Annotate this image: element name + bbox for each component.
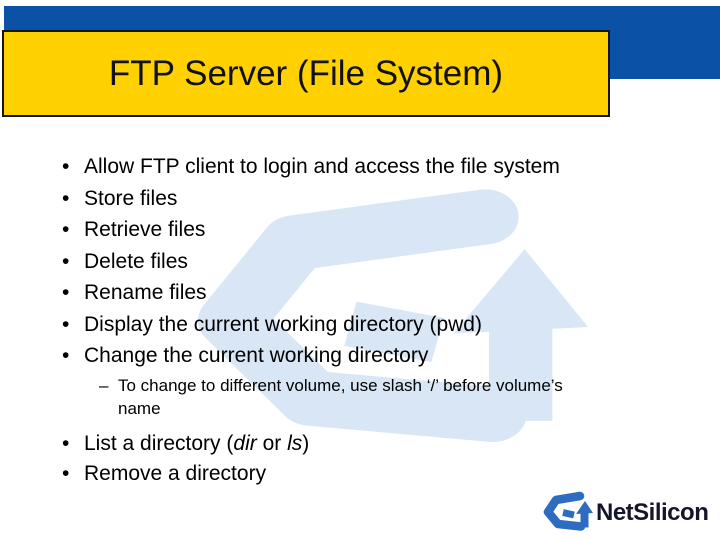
bullet-text: Rename files	[84, 281, 207, 304]
bullet-item: • List a directory (dir or ls)	[0, 429, 720, 459]
netsilicon-mark-icon	[543, 491, 593, 531]
bullet-marker: •	[62, 281, 70, 304]
title-banner: FTP Server (File System)	[2, 30, 610, 117]
bullet-text: Allow FTP client to login and access the…	[84, 155, 560, 178]
bullet-marker: •	[62, 431, 70, 455]
bullet-item: • Store files	[0, 183, 720, 215]
bullet-marker: •	[62, 344, 70, 367]
bullet-item: • Display the current working directory (…	[0, 309, 720, 341]
bullet-item: • Allow FTP client to login and access th…	[0, 151, 720, 183]
bullet-list: • Allow FTP client to login and access th…	[0, 151, 720, 489]
bullet-marker: •	[62, 249, 70, 273]
bullet-text: Store files	[84, 186, 178, 210]
bullet-item: –To change to different volume, use slas…	[0, 374, 720, 420]
bullet-text: To change to different volume, use slash…	[118, 375, 563, 418]
bullet-item: • Change the current working directory	[0, 340, 720, 372]
bullet-marker: •	[62, 218, 70, 241]
bullet-marker: –	[99, 375, 109, 395]
bullet-text: Remove a directory	[84, 461, 267, 485]
bullet-item: • Rename files	[0, 277, 720, 309]
netsilicon-watermark-icon	[192, 178, 588, 476]
bullet-marker: •	[62, 312, 70, 336]
bullet-marker: •	[62, 186, 70, 210]
brand-name: NetSilicon	[596, 499, 709, 526]
bullet-item: • Remove a directory	[0, 459, 720, 489]
bullet-marker: •	[62, 461, 70, 485]
netsilicon-logo: NetSilicon	[542, 490, 709, 536]
page-title: FTP Server (File System)	[108, 53, 504, 93]
bullet-text: Delete files	[84, 249, 188, 273]
bullet-text: Change the current working directory	[84, 344, 429, 367]
bullet-text: List a directory (dir or ls)	[84, 431, 310, 455]
bullet-marker: •	[62, 155, 70, 178]
bullet-item: • Retrieve files	[0, 214, 720, 246]
bullet-item: • Delete files	[0, 246, 720, 278]
bullet-text: Retrieve files	[84, 218, 206, 241]
bullet-text: Display the current working directory (p…	[84, 312, 482, 336]
